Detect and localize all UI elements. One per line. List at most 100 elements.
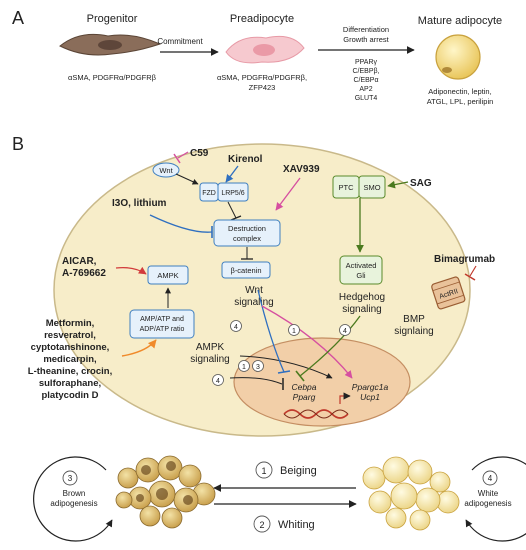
bimagrumab-inhibition bbox=[469, 265, 477, 277]
ptc-label: PTC bbox=[339, 183, 355, 192]
hedgehog-signaling-2: signaling bbox=[342, 304, 381, 315]
beiging-num: 1 bbox=[261, 466, 266, 476]
wnt-inhibition-bar bbox=[277, 370, 291, 374]
ampk-signaling-2: signaling bbox=[190, 354, 229, 365]
marker-circle-3-ampk bbox=[252, 360, 264, 372]
mature-title: Mature adipocyte bbox=[418, 15, 502, 27]
marker-3-ampk: 3 bbox=[256, 364, 260, 371]
lrp-receptor bbox=[217, 182, 249, 202]
whiting-label: Whiting bbox=[278, 519, 315, 531]
factor-5: GLUT4 bbox=[355, 95, 378, 102]
factor-3: C/EBPα bbox=[353, 77, 378, 84]
wnt-signaling-2: signaling bbox=[234, 297, 273, 308]
marker-4-wnt: 4 bbox=[234, 324, 238, 331]
brown-num-circle bbox=[62, 470, 78, 486]
actrii-receptor bbox=[431, 276, 466, 310]
aicar-arrow bbox=[115, 266, 147, 275]
compounds-arrow bbox=[121, 339, 157, 357]
hedgehog-inhibition-bar bbox=[295, 370, 305, 382]
smo-label: SMO bbox=[363, 183, 380, 192]
sag-arrow bbox=[387, 180, 409, 189]
white-adipocyte-cluster bbox=[362, 456, 460, 531]
receptor-inhibits-destruction bbox=[227, 201, 237, 219]
marker-circle-4-ampk bbox=[212, 374, 224, 386]
compound-2: resveratrol, bbox=[44, 330, 96, 341]
mature-markers-2: ATGL, LPL, perilipin bbox=[427, 97, 494, 106]
whiting-num: 2 bbox=[259, 520, 264, 530]
whiting-num-circle bbox=[253, 515, 271, 533]
wnt-to-ppargc1a-arrow bbox=[261, 305, 353, 379]
preadipocyte-markers-1: αSMA, PDGFRα/PDGFRβ, bbox=[217, 73, 307, 82]
white-num: 4 bbox=[488, 474, 493, 483]
progenitor-cell-icon bbox=[59, 33, 162, 56]
bmp-signaling-2: signlaing bbox=[394, 326, 433, 337]
transcription-start-icon bbox=[339, 392, 351, 404]
pparg-gene: Pparg bbox=[293, 392, 316, 402]
c59-inhibition-bar bbox=[173, 153, 181, 164]
aicar-label-2: A-769662 bbox=[62, 268, 106, 279]
marker-1-ampk: 1 bbox=[242, 364, 246, 371]
fzd-label: FZD bbox=[202, 190, 216, 197]
marker-4-ampk: 4 bbox=[216, 378, 220, 385]
hedgehog-to-cebpa-inhibition bbox=[299, 315, 361, 377]
commitment-label: Commitment bbox=[157, 37, 203, 46]
mature-adipocyte-icon bbox=[435, 34, 481, 80]
lrp-label: LRP5/6 bbox=[221, 190, 244, 197]
xav939-arrow bbox=[275, 177, 301, 211]
factor-2: C/EBPβ, bbox=[353, 68, 380, 75]
ampk-label: AMPK bbox=[157, 271, 178, 280]
ampk-to-cebpa-inhibition bbox=[229, 377, 283, 385]
preadipocyte-markers-2: ZFP423 bbox=[249, 83, 276, 92]
marker-circle-1-ampk bbox=[238, 360, 250, 372]
brown-adipogenesis-loop bbox=[33, 456, 113, 542]
kirenol-arrow bbox=[225, 165, 239, 183]
marker-4-hh: 4 bbox=[343, 328, 347, 335]
activated-gli-box bbox=[339, 255, 383, 285]
bmp-signaling-1: BMP bbox=[403, 314, 425, 325]
wnt-signaling-1: Wnt bbox=[245, 285, 263, 296]
white-label-1: White bbox=[478, 489, 499, 498]
mature-markers-1: Adiponectin, leptin, bbox=[428, 87, 491, 96]
progenitor-title: Progenitor bbox=[87, 13, 138, 25]
growth-arrest-label: Growth arrest bbox=[343, 35, 389, 44]
ppargc1a-gene: Ppargc1a bbox=[352, 382, 389, 392]
i3o-inhibition bbox=[149, 214, 213, 233]
compound-3: cyptotanshinone, bbox=[31, 342, 110, 353]
dna-strand-icon bbox=[283, 409, 349, 419]
marker-circle-4-wnt bbox=[230, 320, 242, 332]
smo-receptor bbox=[358, 175, 386, 199]
compound-4: medicarpin, bbox=[43, 354, 96, 365]
wnt-ligand bbox=[152, 162, 180, 178]
ampk-signaling-1: AMPK bbox=[196, 342, 225, 353]
receptor-inhibition-bar bbox=[230, 215, 242, 221]
wnt-label: Wnt bbox=[159, 166, 173, 175]
xav939-label: XAV939 bbox=[283, 164, 320, 175]
brown-num: 3 bbox=[68, 474, 73, 483]
ratio-label-2: ADP/ATP ratio bbox=[140, 326, 185, 333]
i3o-label: I3O, lithium bbox=[112, 198, 167, 209]
ampk-to-ppargc1a-arrow bbox=[239, 355, 333, 379]
brown-label-1: Brown bbox=[63, 489, 86, 498]
compound-6: sulforaphane, bbox=[39, 378, 101, 389]
beiging-num-circle bbox=[255, 461, 273, 479]
beta-catenin-box bbox=[221, 261, 271, 279]
marker-circle-4-hh bbox=[339, 324, 351, 336]
bimagrumab-label: Bimagrumab bbox=[434, 254, 495, 265]
marker-1-wnt: 1 bbox=[292, 328, 296, 335]
sag-label: SAG bbox=[410, 178, 432, 189]
destruction-label-2: complex bbox=[233, 234, 261, 243]
wnt-to-cebpa-inhibition bbox=[257, 289, 285, 373]
compound-7: platycodin D bbox=[41, 390, 98, 401]
hedgehog-signaling-1: Hedgehog bbox=[339, 292, 385, 303]
bimagrumab-inhibition-bar bbox=[464, 273, 476, 281]
cebpa-gene: Cebpa bbox=[291, 382, 316, 392]
beiging-label: Beiging bbox=[280, 465, 317, 477]
c59-label: C59 bbox=[190, 148, 209, 159]
activated-gli-2: Gli bbox=[356, 271, 366, 280]
ucp1-gene: Ucp1 bbox=[360, 392, 380, 402]
white-label-2: adipogenesis bbox=[464, 499, 511, 508]
white-num-circle bbox=[482, 470, 498, 486]
activated-gli-1: Activated bbox=[346, 261, 377, 270]
